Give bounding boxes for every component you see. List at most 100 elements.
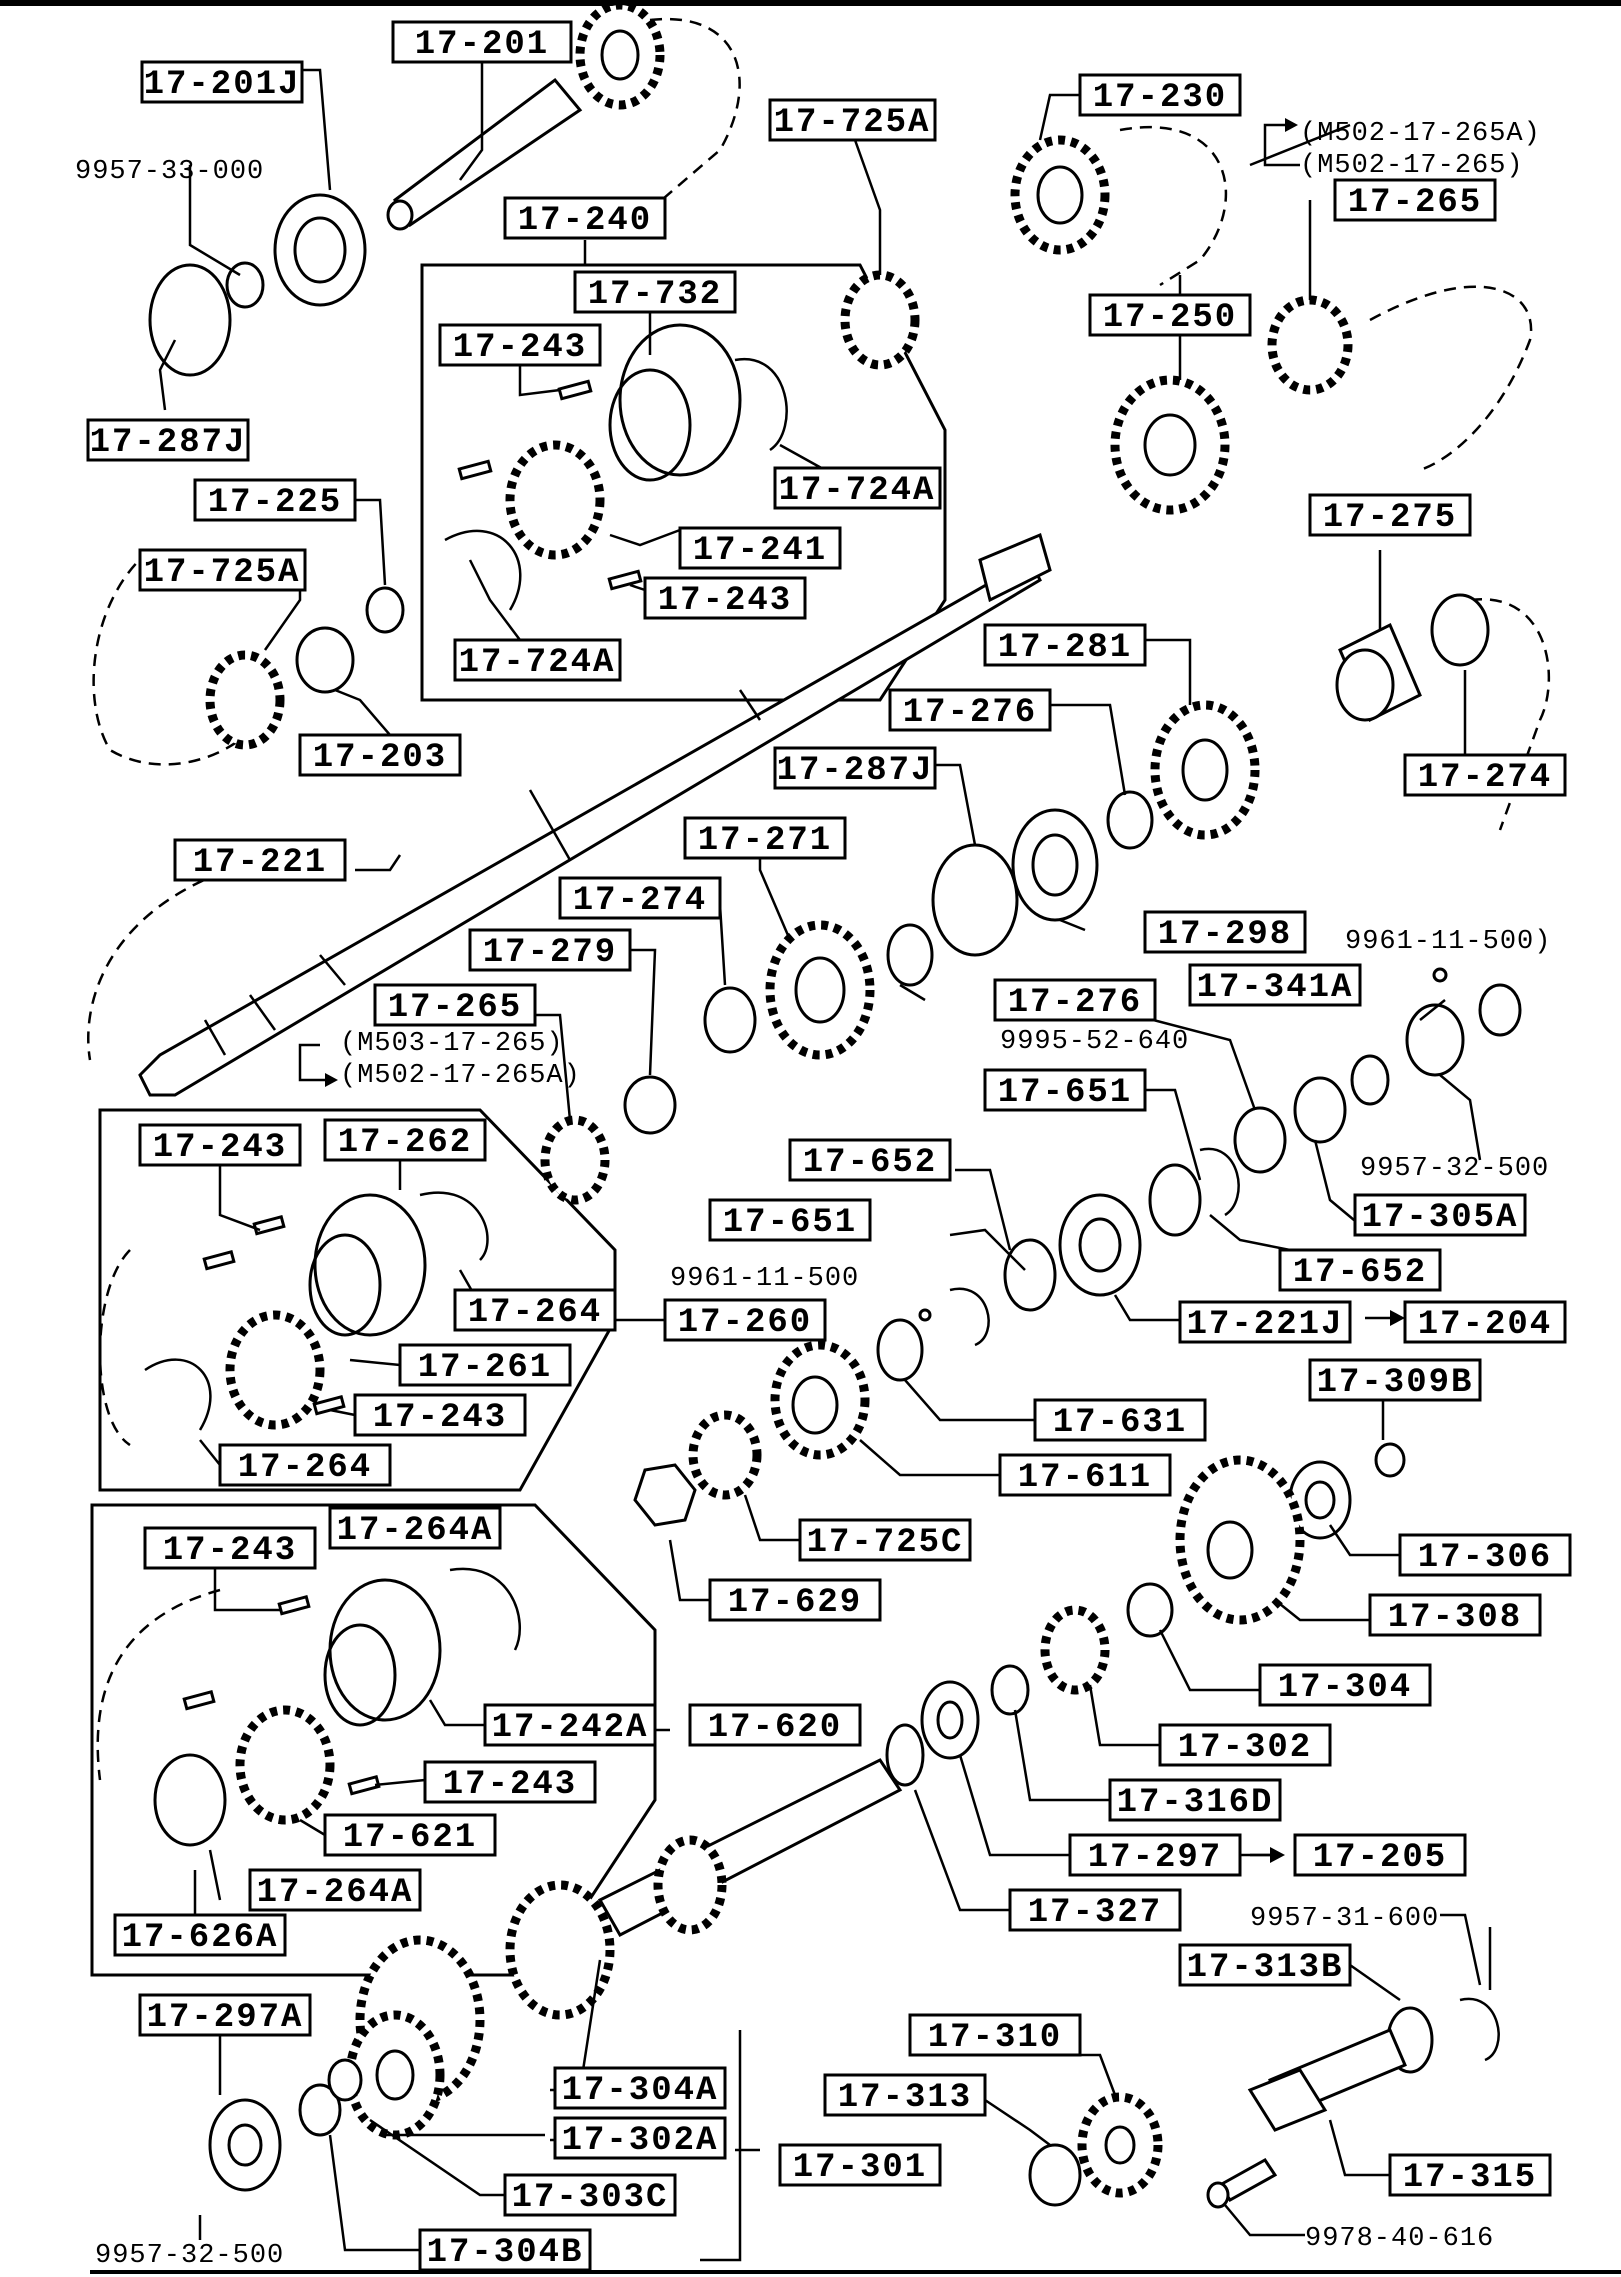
plain-label-9957-31-600: 9957-31-600 xyxy=(1250,1904,1439,1934)
label-17-629: 17-629 xyxy=(708,1578,882,1622)
part-label-17-264A: 17-264A xyxy=(337,1512,494,1550)
bracket-17-301 xyxy=(700,2030,742,2262)
part-label-17-287J: 17-287J xyxy=(90,424,247,462)
dashed-guide xyxy=(1119,126,1228,287)
part-label-17-651: 17-651 xyxy=(998,1074,1132,1112)
label-17-221: 17-221 xyxy=(173,838,347,882)
plain-label-m503-17-265: (M503-17-265) xyxy=(340,1029,564,1059)
thrust-washer-icon xyxy=(298,2083,342,2137)
sleeve-icon xyxy=(323,1578,442,1727)
part-label-17-264: 17-264 xyxy=(238,1449,372,1487)
part-label-17-304B: 17-304B xyxy=(427,2234,584,2272)
dashed-guide xyxy=(649,17,741,211)
bearing-icon xyxy=(1058,1193,1142,1297)
washer-icon xyxy=(327,2058,363,2102)
label-17-204: 17-204 xyxy=(1403,1300,1567,1344)
label-17-243-d: 17-243 xyxy=(353,1393,527,1437)
shift-key-icon xyxy=(252,1214,286,1236)
label-17-205: 17-205 xyxy=(1293,1833,1467,1877)
ring-icon xyxy=(148,263,232,377)
part-label-17-297A: 17-297A xyxy=(147,1999,304,2037)
part-label-17-230: 17-230 xyxy=(1093,79,1227,117)
counter-shaft xyxy=(345,1758,903,2140)
part-label-17-276: 17-276 xyxy=(1008,984,1142,1022)
dashed-guide xyxy=(92,549,261,766)
label-17-279: 17-279 xyxy=(468,928,632,972)
part-label-17-724A: 17-724A xyxy=(459,644,616,682)
dashed-guide xyxy=(1369,285,1533,472)
part-label-17-725A: 17-725A xyxy=(774,104,931,142)
washer-icon xyxy=(1106,790,1154,850)
label-17-724A-b: 17-724A xyxy=(453,638,622,682)
label-17-725A-a: 17-725A xyxy=(138,548,307,592)
part-label-17-297: 17-297 xyxy=(1088,1839,1222,1877)
label-17-262: 17-262 xyxy=(323,1118,487,1162)
label-17-651-b: 17-651 xyxy=(708,1198,872,1242)
bearing-icon xyxy=(920,1680,980,1760)
ring-icon xyxy=(885,1723,925,1787)
hub-icon xyxy=(225,1310,325,1430)
label-17-274-b: 17-274 xyxy=(558,876,722,920)
washer-icon xyxy=(876,1318,924,1382)
gear-icon xyxy=(1077,2092,1163,2198)
synchro-ring-icon xyxy=(688,1410,762,1500)
part-label-17-629: 17-629 xyxy=(728,1584,862,1622)
plain-label-9995-52-640: 9995-52-640 xyxy=(1000,1027,1189,1057)
part-label-17-279: 17-279 xyxy=(483,934,617,972)
plain-label-m502-17-265a: (M502-17-265A) xyxy=(340,1061,581,1091)
label-17-265-a: 17-265 xyxy=(1333,178,1497,222)
shift-key-icon xyxy=(202,1249,236,1271)
nut-icon xyxy=(633,1463,697,1527)
arrow-icon xyxy=(1365,1310,1405,1326)
part-label-17-264A: 17-264A xyxy=(257,1874,414,1912)
part-label-17-201J: 17-201J xyxy=(144,66,301,104)
label-17-313: 17-313 xyxy=(823,2073,987,2117)
label-17-308: 17-308 xyxy=(1368,1593,1542,1637)
sleeve-icon xyxy=(623,1075,677,1135)
plain-label-9961-11-500: 9961-11-500) xyxy=(1345,927,1551,957)
label-17-287J: 17-287J xyxy=(86,418,250,462)
plain-label-9957-32-500: 9957-32-500 xyxy=(95,2241,284,2271)
shift-key-icon xyxy=(182,1689,216,1711)
bearing-icon xyxy=(273,193,367,307)
label-17-260: 17-260 xyxy=(663,1298,827,1342)
shift-key-icon xyxy=(277,1594,311,1616)
part-label-17-243: 17-243 xyxy=(153,1129,287,1167)
needle-bearing-icon xyxy=(703,986,757,1054)
part-label-17-250: 17-250 xyxy=(1103,299,1237,337)
label-17-309B: 17-309B xyxy=(1308,1358,1482,1402)
part-label-17-305A: 17-305A xyxy=(1362,1199,1519,1237)
plain-label-9957-32-500: 9957-32-500 xyxy=(1360,1154,1549,1184)
label-17-274-a: 17-274 xyxy=(1403,753,1567,797)
label-17-250: 17-250 xyxy=(1088,293,1252,337)
idler-shaft-icon xyxy=(1247,2028,1407,2132)
part-label-17-626A: 17-626A xyxy=(122,1919,279,1957)
part-label-17-611: 17-611 xyxy=(1018,1459,1152,1497)
label-17-243-e: 17-243 xyxy=(143,1526,317,1570)
label-17-276-b: 17-276 xyxy=(993,978,1157,1022)
label-17-287J-b: 17-287J xyxy=(773,746,937,790)
label-17-652-b: 17-652 xyxy=(1278,1248,1442,1292)
part-label-17-276: 17-276 xyxy=(903,694,1037,732)
part-label-17-732: 17-732 xyxy=(588,276,722,314)
part-label-17-260: 17-260 xyxy=(678,1304,812,1342)
washer-icon xyxy=(886,923,934,987)
needle-bearing-icon xyxy=(1430,593,1490,667)
label-17-242A: 17-242A xyxy=(483,1703,657,1747)
bearing-icon xyxy=(1011,808,1099,922)
label-17-621: 17-621 xyxy=(323,1813,497,1857)
part-label-17-240: 17-240 xyxy=(518,202,652,240)
label-17-302A: 17-302A xyxy=(553,2116,727,2160)
bearing-icon xyxy=(1405,1003,1465,1077)
synchro-ring-icon xyxy=(205,650,285,750)
washer-icon xyxy=(1003,1238,1057,1312)
shift-key-icon xyxy=(457,459,493,481)
part-label-17-221J: 17-221J xyxy=(1187,1306,1344,1344)
key-spring-icon xyxy=(734,357,788,452)
part-label-17-243: 17-243 xyxy=(658,582,792,620)
plain-label-9961-11-500: 9961-11-500 xyxy=(670,1264,859,1294)
label-17-297: 17-297 xyxy=(1068,1833,1242,1877)
label-17-620: 17-620 xyxy=(688,1703,862,1747)
part-label-17-303C: 17-303C xyxy=(512,2179,669,2217)
label-17-305A: 17-305A xyxy=(1353,1193,1527,1237)
